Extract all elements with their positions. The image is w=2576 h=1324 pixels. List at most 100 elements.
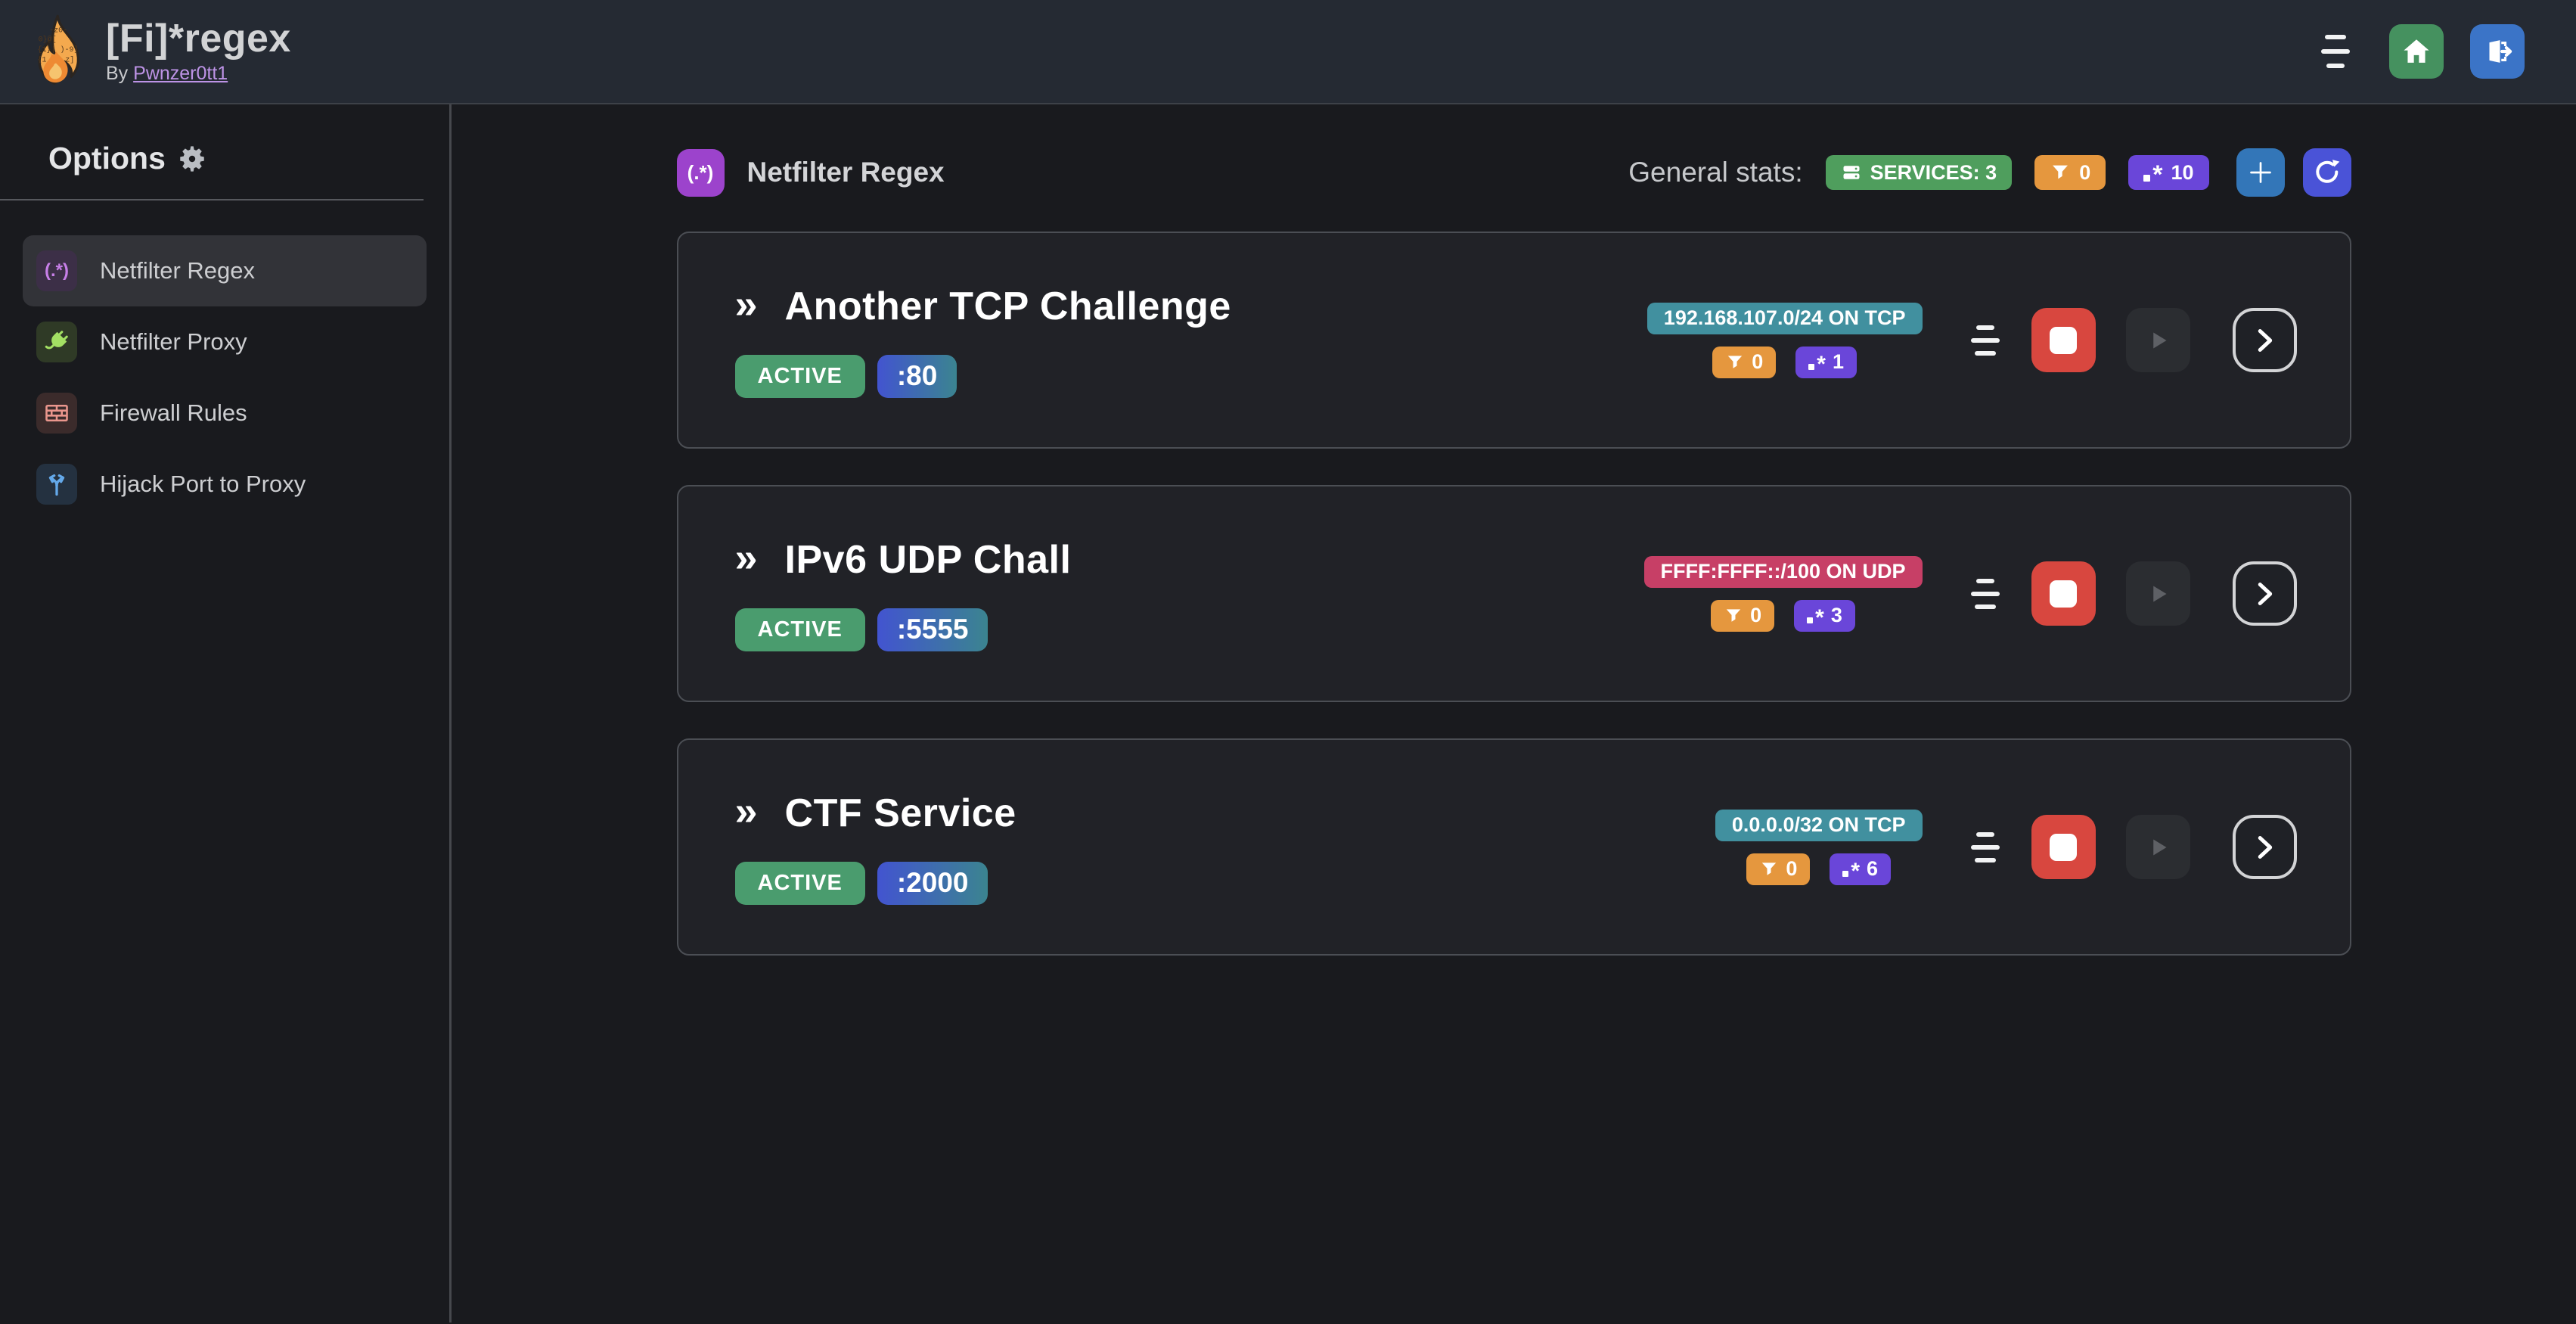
author-link[interactable]: Pwnzer0tt1 (133, 62, 228, 84)
refresh-icon (2315, 160, 2339, 183)
start-service-button[interactable] (2125, 815, 2190, 879)
logout-icon (2489, 40, 2512, 63)
filters-count: 0 (1752, 350, 1764, 373)
funnel-icon (2053, 165, 2069, 179)
services-count: SERVICES: 3 (1870, 160, 1997, 184)
funnel-icon (1726, 608, 1741, 622)
regex-count-badge: * 10 (2128, 155, 2209, 190)
sidebar-title-text: Options (48, 141, 166, 176)
stats-label: General stats: (1628, 157, 1803, 188)
regex-icon: (.*) (36, 250, 77, 291)
sidebar-item-netfilter-proxy[interactable]: Netfilter Proxy (23, 306, 427, 378)
status-badge: ACTIVE (734, 861, 865, 905)
chevron-right-icon (2258, 582, 2273, 605)
chevron-right-icon (2258, 835, 2273, 859)
service-title: CTF Service (784, 791, 1016, 835)
refresh-button[interactable] (2302, 148, 2351, 197)
top-bar: -z0- 0}@[ {1}| )-9] {1 z] [Fi]*regex By … (0, 0, 2576, 104)
open-service-button[interactable] (2232, 815, 2297, 879)
topbar-actions (2321, 24, 2525, 79)
filters-count: 0 (1786, 857, 1798, 880)
flame-logo-icon: -z0- 0}@[ {1}| )-9] {1 z] (38, 14, 80, 85)
dot-star-icon: * (1842, 858, 1860, 882)
status-badge: ACTIVE (734, 608, 865, 651)
regex-count: 6 (1867, 857, 1879, 880)
home-icon (2404, 39, 2429, 63)
start-service-button[interactable] (2125, 561, 2190, 626)
service-menu-icon[interactable] (1970, 325, 2000, 356)
menu-toggle-icon[interactable] (2321, 35, 2350, 68)
section-title: Netfilter Regex (746, 157, 945, 188)
dot-star-icon: * (1808, 351, 1826, 375)
service-menu-icon[interactable] (1970, 578, 2000, 609)
svg-text:-z0-: -z0- (49, 26, 67, 35)
open-service-button[interactable] (2232, 308, 2297, 372)
service-title: Another TCP Challenge (784, 284, 1231, 328)
funnel-icon (1728, 355, 1743, 368)
target-badge: 192.168.107.0/24 ON TCP (1646, 302, 1923, 334)
filters-count: 0 (2079, 160, 2091, 184)
stop-service-button[interactable] (2031, 561, 2096, 626)
service-menu-icon[interactable] (1970, 831, 2000, 862)
chevrons-glyph: » (734, 788, 758, 834)
regex-count-badge: * 3 (1794, 599, 1855, 632)
play-icon (2153, 331, 2167, 349)
chevron-right-icon (2258, 328, 2273, 352)
service-card: » Another TCP Challenge ACTIVE :80 192.1… (676, 232, 2351, 449)
port-badge: :2000 (877, 861, 989, 905)
filters-count-badge: 0 (1746, 853, 1811, 885)
dot-star-icon: * (2143, 160, 2162, 188)
target-badge: FFFF:FFFF::/100 ON UDP (1643, 555, 1923, 588)
start-service-button[interactable] (2125, 308, 2190, 372)
section-regex-icon: (.*) (676, 148, 725, 197)
filters-count-badge: 0 (1711, 599, 1775, 632)
svg-text:)-9]: )-9] (61, 45, 79, 54)
chevrons-glyph: » (734, 534, 758, 580)
sidebar-nav: (.*) Netfilter Regex Netfilter Proxy (23, 235, 427, 520)
service-card: » IPv6 UDP Chall ACTIVE :5555 FFFF:FFFF:… (676, 485, 2351, 702)
sidebar-item-hijack-port[interactable]: Hijack Port to Proxy (23, 449, 427, 520)
svg-text:0}@[: 0}@[ (39, 36, 57, 45)
svg-text:{1: {1 (38, 55, 47, 64)
byline: By Pwnzer0tt1 (106, 63, 291, 85)
plug-icon (36, 322, 77, 362)
sidebar-item-firewall-rules[interactable]: Firewall Rules (23, 378, 427, 449)
status-badge: ACTIVE (734, 354, 865, 398)
filters-count-badge: 0 (2034, 155, 2106, 190)
regex-count: 1 (1832, 350, 1845, 373)
main-area: (.*) Netfilter Regex General stats: SERV… (452, 104, 2576, 1322)
sidebar-item-netfilter-regex[interactable]: (.*) Netfilter Regex (23, 235, 427, 306)
regex-count-badge: * 6 (1830, 853, 1892, 885)
split-arrows-icon (36, 464, 77, 505)
sidebar-item-label: Netfilter Proxy (100, 328, 247, 355)
stop-service-button[interactable] (2031, 815, 2096, 879)
logout-button[interactable] (2470, 24, 2525, 79)
stop-icon (2050, 580, 2077, 608)
filters-count: 0 (1750, 604, 1762, 626)
funnel-icon (1762, 862, 1777, 875)
sidebar-item-label: Firewall Rules (100, 399, 247, 426)
regex-count: 3 (1830, 604, 1842, 626)
sidebar: Options (.*) Netfilter Regex (0, 104, 452, 1322)
sidebar-item-label: Netfilter Regex (100, 257, 256, 284)
page-header: (.*) Netfilter Regex General stats: SERV… (676, 148, 2351, 197)
brand-text: [Fi]*regex By Pwnzer0tt1 (106, 18, 291, 85)
service-card: » CTF Service ACTIVE :2000 0.0.0.0/32 ON… (676, 738, 2351, 956)
regex-glyph: (.*) (687, 160, 714, 184)
stop-icon (2050, 326, 2077, 354)
app-title: [Fi]*regex (106, 17, 291, 61)
filters-count-badge: 0 (1712, 346, 1777, 378)
open-service-button[interactable] (2232, 561, 2297, 626)
sidebar-divider (0, 199, 424, 200)
stop-service-button[interactable] (2031, 308, 2096, 372)
add-service-button[interactable] (2236, 148, 2285, 197)
svg-text:z]: z] (65, 55, 74, 64)
port-badge: :5555 (877, 608, 989, 651)
server-stack-icon (1843, 166, 1860, 179)
dot-star-icon: * (1807, 605, 1824, 629)
chevrons-glyph: » (734, 281, 758, 327)
home-button[interactable] (2389, 24, 2444, 79)
plus-icon (2249, 162, 2271, 183)
service-title: IPv6 UDP Chall (784, 537, 1072, 582)
sidebar-title: Options (48, 141, 449, 176)
